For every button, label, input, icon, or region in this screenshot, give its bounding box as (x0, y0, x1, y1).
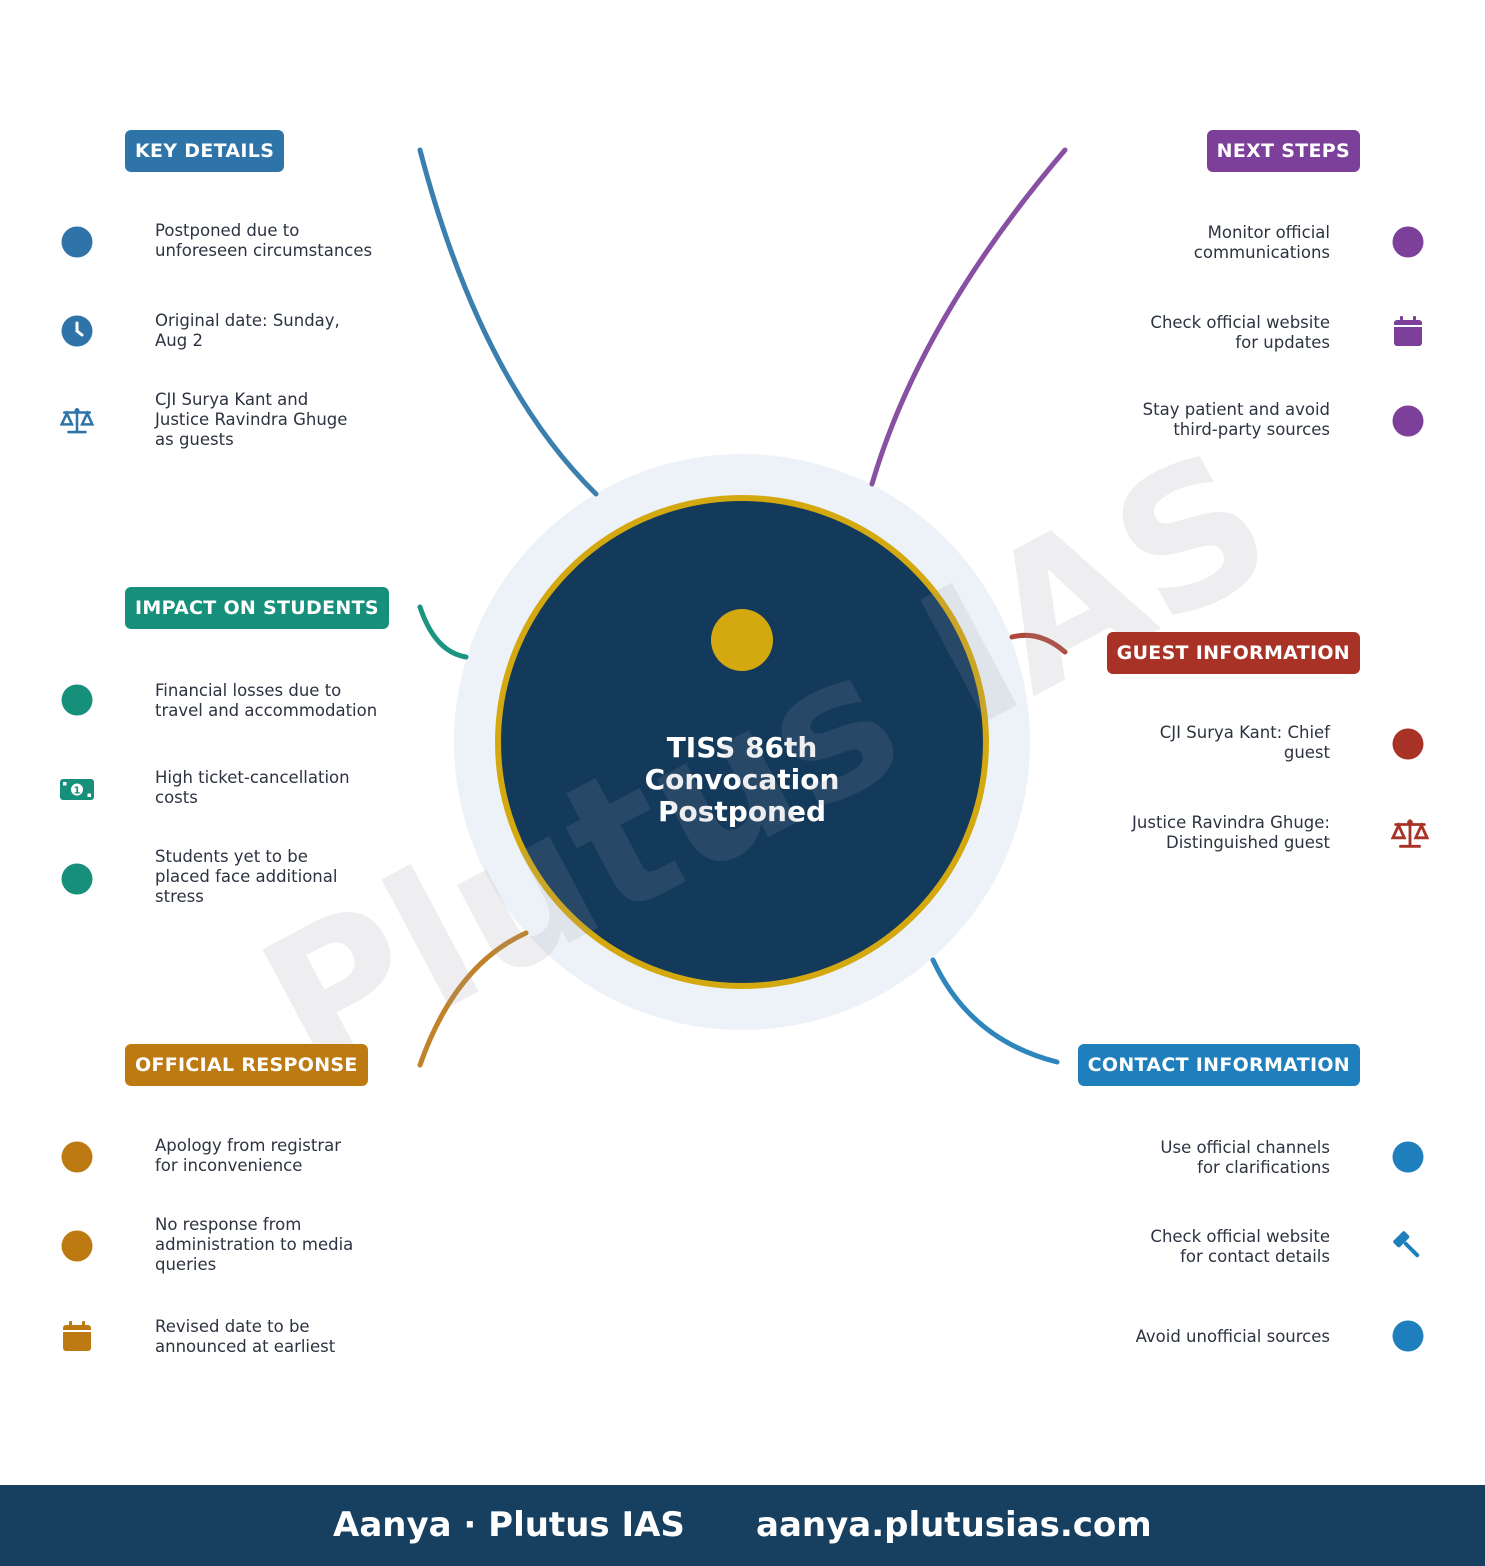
clock-icon (61, 315, 93, 347)
list-item: High ticket-cancellation costs (155, 768, 350, 807)
list-item: Monitor official communications (1193, 223, 1330, 262)
money-icon: 1 (60, 779, 94, 800)
list-item: Avoid unofficial sources (1135, 1327, 1330, 1346)
circle-icon (61, 1141, 93, 1173)
circle-icon (61, 226, 93, 258)
branch-tag-key-details: KEY DETAILS (125, 130, 285, 172)
scales-icon (1391, 819, 1429, 848)
list-item: Justice Ravindra Ghuge: Distinguished gu… (1132, 813, 1330, 852)
list-item: Use official channels for clarifications (1160, 1138, 1330, 1177)
footer-bar: Aanya · Plutus IAS aanya.plutusias.com (0, 1485, 1485, 1566)
circle-icon (1392, 1320, 1424, 1352)
list-item: CJI Surya Kant: Chief guest (1159, 723, 1330, 762)
footer-website-link[interactable]: aanya.plutusias.com (756, 1505, 1152, 1545)
svg-text:1: 1 (74, 786, 81, 797)
list-item: CJI Surya Kant and Justice Ravindra Ghug… (155, 390, 348, 449)
branch-tag-official-response: OFFICIAL RESPONSE (125, 1044, 368, 1086)
list-item: Original date: Sunday, Aug 2 (155, 311, 340, 350)
list-item: Check official website for contact detai… (1150, 1227, 1330, 1266)
connector-impact (417, 604, 469, 660)
list-item: Check official website for updates (1150, 313, 1330, 352)
connector-official (417, 930, 529, 1068)
list-item: Revised date to be announced at earliest (155, 1317, 336, 1356)
scales-icon (60, 407, 94, 434)
center-title-line: Postponed (657, 795, 827, 828)
branch-tag-guest-information: GUEST INFORMATION (1106, 632, 1360, 674)
list-item: Students yet to be placed face additiona… (155, 847, 338, 906)
connector-next-steps (869, 147, 1068, 487)
branch-tag-contact-information: CONTACT INFORMATION (1077, 1044, 1360, 1086)
list-item: No response from administration to media… (155, 1215, 354, 1274)
circle-icon (1392, 1141, 1424, 1173)
center-title: TISS 86th Convocation Postponed (590, 732, 894, 828)
circle-icon (1392, 405, 1424, 437)
list-item: Postponed due to unforeseen circumstance… (155, 221, 373, 260)
gavel-icon (1393, 1231, 1420, 1258)
circle-icon (61, 1230, 93, 1262)
branch-tag-next-steps: NEXT STEPS (1206, 130, 1360, 172)
list-item: Stay patient and avoid third-party sourc… (1142, 400, 1330, 439)
circle-icon (1392, 226, 1424, 258)
calendar-icon (1394, 316, 1422, 346)
list-item: Apology from registrar for inconvenience (155, 1136, 342, 1175)
circle-icon (1392, 728, 1424, 760)
connector-key-details (417, 147, 599, 497)
connector-guest (1009, 632, 1068, 655)
center-title-line: TISS 86th (666, 731, 818, 764)
connector-contact (930, 957, 1060, 1065)
circle-icon (61, 684, 93, 716)
footer-author: Aanya · Plutus IAS (333, 1505, 685, 1545)
list-item: Financial losses due to travel and accom… (155, 681, 378, 720)
center-dot (711, 609, 773, 671)
circle-icon (61, 863, 93, 895)
center-circle (495, 495, 989, 989)
calendar-icon (63, 1321, 91, 1351)
center-title-line: Convocation (644, 763, 840, 796)
branch-tag-impact: IMPACT ON STUDENTS (125, 587, 389, 629)
